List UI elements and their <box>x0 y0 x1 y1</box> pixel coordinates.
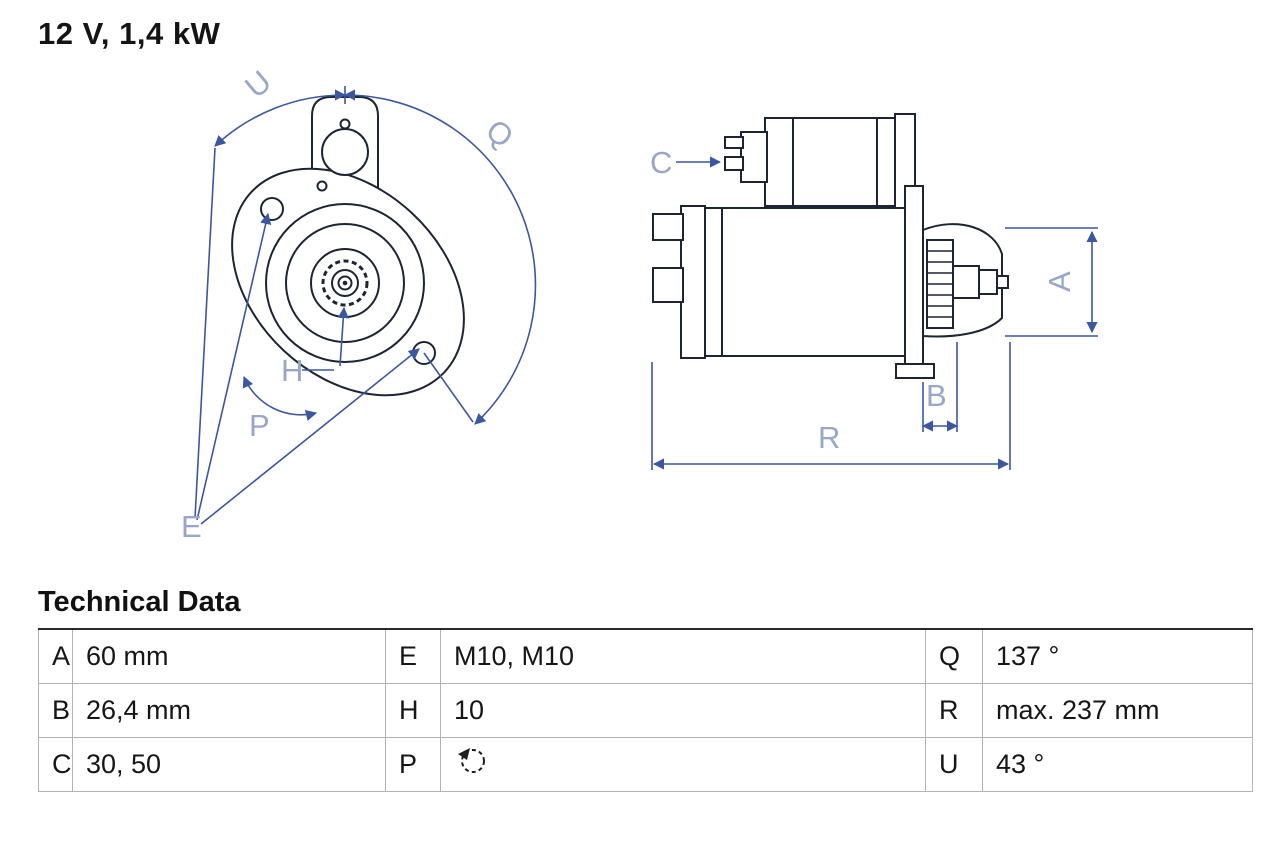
technical-data-heading: Technical Data <box>38 586 241 618</box>
front-view-drawing <box>231 96 465 397</box>
spec-value: M10, M10 <box>440 628 926 684</box>
diagram-svg: U Q H P E C A B R <box>181 64 1098 544</box>
spec-key: H <box>385 683 441 738</box>
label-e: E <box>181 509 202 544</box>
page-title: 12 V, 1,4 kW <box>38 16 221 51</box>
spec-key: U <box>925 737 983 792</box>
label-c: C <box>650 145 672 180</box>
spec-key: C <box>38 737 73 792</box>
spec-key: R <box>925 683 983 738</box>
table-row: B 26,4 mm H 10 R max. 237 mm <box>38 683 1253 738</box>
table-row: A 60 mm E M10, M10 Q 137 ° <box>38 628 1253 684</box>
spec-key: E <box>385 628 441 684</box>
side-view-drawing <box>652 113 1009 379</box>
starter-motor-diagram: U Q H P E C A B R <box>181 64 1098 544</box>
label-b: B <box>926 378 947 413</box>
label-q: Q <box>479 112 520 154</box>
spec-value: 10 <box>440 683 926 738</box>
technical-data: A 60 mm E M10, M10 Q 137 ° B 26,4 mm H 1… <box>38 628 1253 792</box>
label-a: A <box>1042 271 1077 292</box>
table-row: C 30, 50 P U 43 ° <box>38 737 1253 792</box>
label-p: P <box>249 408 270 443</box>
spec-value: 43 ° <box>982 737 1253 792</box>
spec-key: P <box>385 737 441 792</box>
label-u: U <box>238 64 278 105</box>
spec-key: A <box>38 628 73 684</box>
spec-value: 60 mm <box>72 628 386 684</box>
technical-data-table: A 60 mm E M10, M10 Q 137 ° B 26,4 mm H 1… <box>38 628 1253 792</box>
spec-key: Q <box>925 628 983 684</box>
front-view-dimensions <box>194 86 537 525</box>
label-h: H <box>281 353 303 388</box>
spec-value <box>440 737 926 792</box>
spec-value: max. 237 mm <box>982 683 1253 738</box>
spec-value: 30, 50 <box>72 737 386 792</box>
side-view-dimensions <box>651 156 1098 470</box>
label-r: R <box>818 420 840 455</box>
spec-value: 26,4 mm <box>72 683 386 738</box>
spec-key: B <box>38 683 73 738</box>
spec-value: 137 ° <box>982 628 1253 684</box>
rotation-ccw-icon <box>454 744 490 785</box>
